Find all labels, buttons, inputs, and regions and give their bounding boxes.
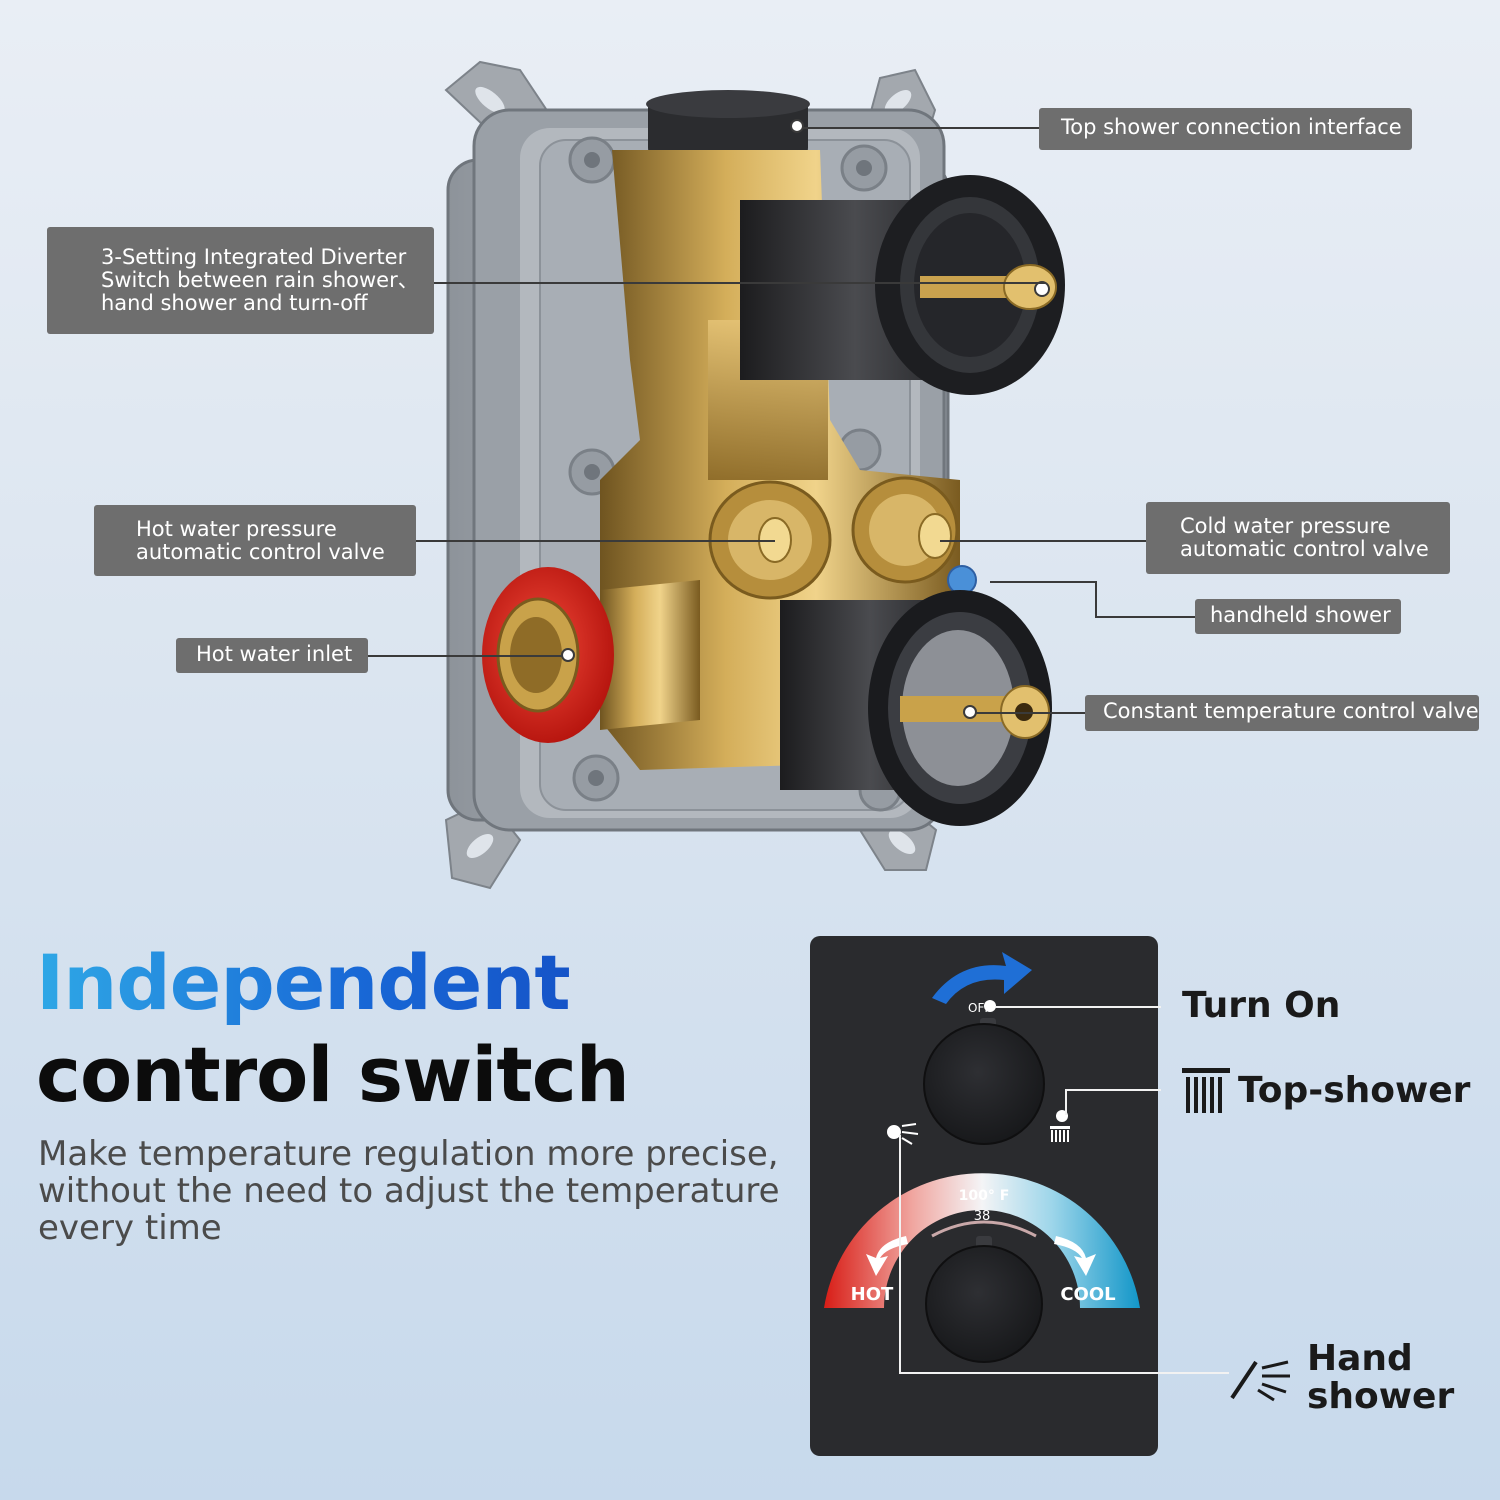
hand-shower-label: Hand shower (1307, 1340, 1454, 1416)
rain-shower-icon (1182, 1068, 1230, 1113)
rotate-arrow-icon (932, 952, 1032, 1004)
leader-top-shower-panel (1066, 1089, 1161, 1091)
top-shower-label: Top-shower (1238, 1070, 1471, 1111)
callout-hot-inlet: Hot water inlet (176, 638, 368, 673)
leader-top-shower (800, 127, 1040, 129)
callout-cold-pressure-line1: Cold water pressure (1180, 514, 1391, 538)
valve-illustration (444, 60, 1065, 890)
control-panel: OFF 100° F 38 HOT COOL (810, 936, 1158, 1456)
marker-hot-inlet (561, 648, 575, 662)
temp-c-label: 38 (974, 1209, 991, 1224)
callout-top-shower: Top shower connection interface (1039, 108, 1412, 150)
leader-turn-on (995, 1006, 1161, 1008)
leader-handheld-b (1095, 581, 1097, 616)
leader-handheld-c (1095, 616, 1195, 618)
leader-handheld-a (990, 581, 1096, 583)
temperature-arc (824, 1173, 1140, 1308)
body-copy: Make temperature regulation more precise… (38, 1134, 780, 1248)
callout-handheld-text: handheld shower (1210, 603, 1391, 627)
marker-top-shower (790, 119, 804, 133)
leader-hot-inlet (367, 655, 567, 657)
leader-constant-temp (975, 712, 1085, 714)
temp-f-label: 100° F (959, 1188, 1010, 1204)
leader-hand-shower (899, 1372, 1229, 1374)
cool-label: COOL (1060, 1284, 1115, 1305)
callout-hot-inlet-text: Hot water inlet (196, 642, 353, 666)
callout-diverter: 3-Setting Integrated Diverter Switch bet… (47, 227, 434, 334)
callout-constant-temp-text: Constant temperature control valve (1103, 699, 1479, 723)
callout-constant-temp: Constant temperature control valve (1085, 695, 1479, 731)
hand-shower-icon (887, 1123, 919, 1145)
headline-line2: control switch (36, 1030, 630, 1119)
callout-hot-pressure-line2: automatic control valve (136, 540, 385, 564)
leader-cold-pressure (940, 540, 1146, 542)
callout-diverter-line2: Switch between rain shower、 (101, 268, 419, 292)
callout-cold-pressure-line2: automatic control valve (1180, 537, 1429, 561)
callout-hot-pressure: Hot water pressure automatic control val… (94, 505, 416, 576)
turn-on-label: Turn On (1182, 985, 1341, 1026)
hand-shower-label-line1: Hand (1307, 1338, 1413, 1379)
headline-line1: Independent (36, 938, 571, 1027)
callout-handheld: handheld shower (1195, 599, 1401, 634)
temperature-knob (925, 1245, 1043, 1363)
callout-diverter-line3: hand shower and turn-off (101, 291, 368, 315)
marker-constant-temp (963, 705, 977, 719)
hot-label: HOT (851, 1284, 894, 1305)
leader-top-shower-drop (1065, 1089, 1067, 1115)
hot-inlet (482, 567, 700, 743)
leader-hand-shower-drop (899, 1135, 901, 1373)
callout-diverter-line1: 3-Setting Integrated Diverter (101, 245, 407, 269)
callout-cold-pressure: Cold water pressure automatic control va… (1146, 502, 1450, 574)
hand-shower-icon (1230, 1360, 1290, 1402)
diverter-knob (923, 1023, 1045, 1145)
leader-diverter (433, 282, 1045, 284)
leader-hot-pressure (415, 540, 775, 542)
callout-hot-pressure-line1: Hot water pressure (136, 517, 337, 541)
callout-top-shower-text: Top shower connection interface (1061, 115, 1402, 139)
hand-shower-label-line2: shower (1307, 1376, 1455, 1417)
